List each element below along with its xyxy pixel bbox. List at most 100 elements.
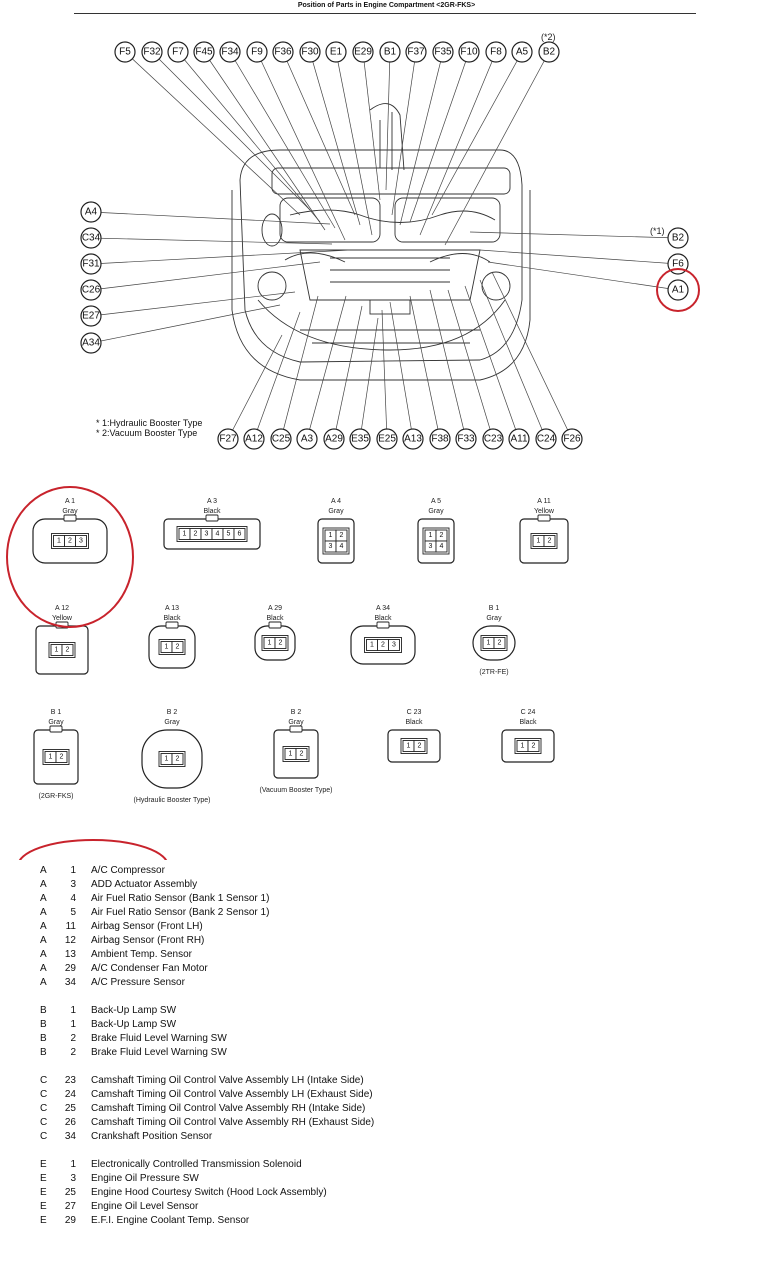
legend-num: 29: [64, 1215, 76, 1226]
title-divider: [74, 13, 696, 14]
connector-color: Gray: [48, 719, 64, 726]
highlight-circle-a1-connector: [6, 486, 134, 628]
note-line: * 2:Vacuum Booster Type: [96, 428, 198, 438]
callout-circle: [80, 201, 102, 223]
legend-letter: C: [40, 1103, 48, 1114]
connector-latch: [537, 514, 551, 522]
pin-number: 2: [60, 754, 64, 761]
legend-name: A/C Pressure Sensor: [91, 977, 185, 988]
legend-num: 11: [65, 921, 76, 932]
pin-number: 6: [238, 531, 242, 538]
pin-number: 2: [440, 532, 444, 539]
callout-text: C23: [484, 434, 503, 445]
callout-circle: [667, 279, 689, 301]
callout-text: F45: [195, 47, 213, 58]
pin-number: 2: [176, 756, 180, 763]
pin-number: 1: [537, 538, 541, 545]
callout-text: A5: [516, 47, 529, 58]
legend-letter: A: [40, 907, 47, 918]
callout-circle: [243, 428, 265, 450]
leader-line: [90, 261, 321, 291]
leader-line: [90, 211, 331, 225]
leader-line: [90, 304, 281, 344]
legend-letter: E: [40, 1215, 47, 1226]
pin-number: 2: [68, 538, 72, 545]
engine-outline: [231, 103, 531, 381]
legend-num: 3: [70, 1173, 76, 1184]
callout-circle: [323, 428, 345, 450]
pin-number: 1: [49, 754, 53, 761]
pin-number: 1: [289, 751, 293, 758]
callout-text: A29: [325, 434, 343, 445]
pin-number: 2: [418, 743, 422, 750]
connector-code: A 5: [431, 498, 441, 505]
pin-cell: [171, 641, 184, 653]
callout-f33: F33: [455, 428, 477, 450]
leader-line: [309, 51, 361, 226]
connector-color: Yellow: [52, 615, 73, 622]
leader-line: [479, 279, 547, 440]
legend-name: Engine Oil Pressure SW: [91, 1173, 199, 1184]
legend-letter: B: [40, 1019, 47, 1030]
callout-text: B2: [672, 233, 685, 244]
legend-letter: E: [40, 1201, 47, 1212]
legend-num: 3: [70, 879, 76, 890]
legend-num: 25: [64, 1187, 76, 1198]
callout-f30: F30: [299, 41, 321, 63]
callout-text: A34: [82, 338, 100, 349]
pin-number: 1: [370, 642, 374, 649]
callout-e29: E29: [352, 41, 374, 63]
pin-cell: [61, 644, 74, 656]
connector-color: Black: [405, 719, 423, 726]
callout-f45: F45: [193, 41, 215, 63]
pin-number: 1: [407, 743, 411, 750]
pin-cell: [435, 540, 448, 553]
callout-text: F37: [407, 47, 425, 58]
legend-num: 2: [70, 1047, 76, 1058]
callout-circle: [217, 428, 239, 450]
pin-number: 3: [429, 543, 433, 550]
callout-c24: C24: [535, 428, 557, 450]
leader-line: [409, 51, 470, 223]
leader-line: [90, 237, 333, 245]
callout-circle: [80, 332, 102, 354]
pin-cell: [55, 751, 68, 763]
connector-code: B 1: [51, 709, 62, 716]
legend-name: Camshaft Timing Oil Control Valve Assemb…: [91, 1103, 366, 1114]
leader-line: [444, 51, 550, 246]
callout-circle: [272, 41, 294, 63]
callout-circle: [508, 428, 530, 450]
callout-a12: A12: [243, 428, 265, 450]
callout-c25: C25: [270, 428, 292, 450]
callout-a1: A1: [667, 279, 689, 301]
leader-line: [491, 271, 573, 440]
callout-text: F35: [434, 47, 452, 58]
callout-text: E1: [330, 47, 343, 58]
callout-text: F31: [82, 259, 100, 270]
connector-code: B 2: [291, 709, 302, 716]
callout-a13: A13: [402, 428, 424, 450]
callout-a29: A29: [323, 428, 345, 450]
callout-f34: F34: [219, 41, 241, 63]
callout-circle: [429, 428, 451, 450]
callout-circle: [80, 227, 102, 249]
legend-num: 2: [70, 1033, 76, 1044]
legend-letter: B: [40, 1033, 47, 1044]
callout-circle: [405, 41, 427, 63]
callout-text: F7: [172, 47, 184, 58]
leader-line: [469, 231, 679, 239]
